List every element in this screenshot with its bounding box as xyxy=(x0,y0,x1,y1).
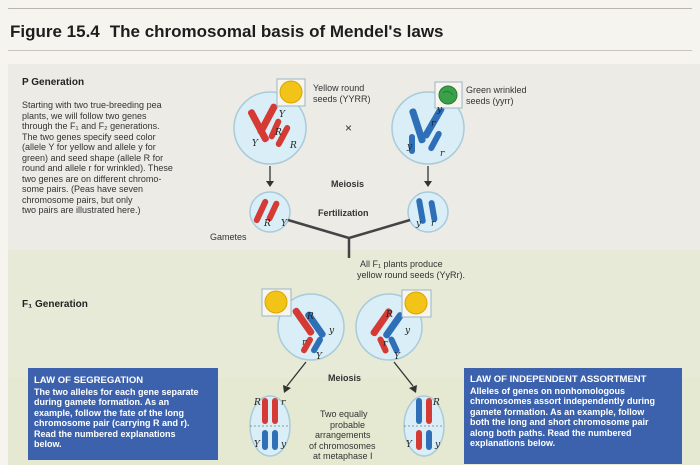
allele-label: R xyxy=(263,219,271,229)
green-wrinkled-label-2: seeds (yyrr) xyxy=(466,96,514,106)
allele-label: y xyxy=(280,440,287,450)
law-segregation-line: Read the numbered explanations xyxy=(34,428,176,439)
p-line: round and allele r for wrinkled). These xyxy=(22,163,173,173)
law-independent-line: both the long and short chromosome pair xyxy=(470,417,649,427)
law-independent-line: chromosomes assort independently during xyxy=(470,396,656,406)
gamete-right xyxy=(407,191,449,233)
law-independent-line: explanations below. xyxy=(470,438,556,448)
fertilization-lines xyxy=(287,218,411,258)
meiosis-label: Meiosis xyxy=(331,179,365,189)
allele-label: r xyxy=(281,398,286,408)
f1-generation-band xyxy=(8,250,700,378)
allele-label: Y xyxy=(316,352,323,362)
law-segregation-line: The two alleles for each gene separate xyxy=(34,386,199,397)
law-independent-line: along both paths. Read the numbered xyxy=(470,427,632,438)
law-segregation-line: example, follow the fate of the long xyxy=(34,407,185,418)
p-line: through the F₁ and F₂ generations. xyxy=(22,121,160,131)
green-wrinkled-label-1: Green wrinkled xyxy=(466,85,527,95)
allele-label: y xyxy=(406,142,413,152)
yellow-seed-icon xyxy=(276,78,306,107)
p-line: plants, we will follow two genes xyxy=(22,110,147,121)
f1-meiosis-arrows xyxy=(283,361,417,393)
meiosis-arrows xyxy=(266,166,432,187)
law-independent-line: gamete formation. As an example, follow xyxy=(470,406,645,417)
metaphase-line: at metaphase I xyxy=(313,451,373,461)
allele-label: y xyxy=(404,326,411,336)
f1-generation-heading: F₁ Generation xyxy=(22,299,88,310)
law-segregation-line: chromosome pair (carrying R and r). xyxy=(34,418,190,428)
f1-result-line-1: All F₁ plants produce xyxy=(360,259,443,269)
allele-label: r xyxy=(383,339,388,349)
p-cell-yellow-round xyxy=(233,91,307,165)
allele-label: r xyxy=(440,149,445,159)
metaphase-line: probable xyxy=(330,419,366,430)
p-generation-band xyxy=(8,64,700,250)
p-line: (allele Y for yellow and allele y for xyxy=(22,142,156,152)
allele-label: Y xyxy=(252,139,259,149)
figure-title-text: The chromosomal basis of Mendel's laws xyxy=(109,22,444,41)
law-independent-line: Alleles of genes on nonhomologous xyxy=(470,385,626,396)
f1-yellow-seed-icon-right xyxy=(401,289,432,318)
allele-label: R xyxy=(289,141,297,151)
metaphase-cell-left xyxy=(249,395,291,457)
law-of-segregation-box: LAW OF SEGREGATION The two alleles for e… xyxy=(28,368,218,460)
law-of-independent-assortment-box: LAW OF INDEPENDENT ASSORTMENT Alleles of… xyxy=(464,368,682,464)
green-seed-icon xyxy=(434,81,463,109)
title-rule xyxy=(8,50,692,51)
p-line: green) and seed shape (allele R for xyxy=(22,152,164,163)
allele-label: R xyxy=(253,398,261,408)
p-cell-green-wrinkled xyxy=(391,91,465,165)
figure-number: Figure 15.4 xyxy=(10,22,100,41)
metaphase-line: Two equally xyxy=(320,409,368,419)
law-segregation-title: LAW OF SEGREGATION xyxy=(34,375,144,386)
allele-label: r xyxy=(431,119,436,129)
p-line: two pairs are illustrated here.) xyxy=(22,205,141,215)
allele-label: R xyxy=(306,312,314,322)
f1-result-line-2: yellow round seeds (YyRr). xyxy=(357,270,466,280)
law-independent-title: LAW OF INDEPENDENT ASSORTMENT xyxy=(470,374,647,385)
fertilization-label: Fertilization xyxy=(318,208,369,218)
metaphase-cell-right xyxy=(403,395,445,457)
p-line: some pairs. (Peas have seven xyxy=(22,184,144,194)
yellow-round-label-2: seeds (YYRR) xyxy=(313,94,371,104)
allele-label: R xyxy=(385,310,393,320)
allele-label: Y xyxy=(254,440,261,450)
yellow-round-label-1: Yellow round xyxy=(313,83,365,93)
figure-title: Figure 15.4 The chromosomal basis of Mend… xyxy=(10,22,444,42)
gamete-left xyxy=(249,191,291,233)
p-line: The two genes specify seed color xyxy=(22,131,156,142)
top-rule xyxy=(8,8,692,9)
allele-label: Y xyxy=(279,110,286,120)
f1-cell-left xyxy=(277,293,345,361)
gametes-label: Gametes xyxy=(210,232,247,242)
allele-label: y xyxy=(434,440,441,450)
p-line: two genes are on different chromo- xyxy=(22,173,162,184)
metaphase-line: arrangements xyxy=(315,430,371,440)
cross-symbol: × xyxy=(345,121,353,135)
allele-label: Y xyxy=(406,440,413,450)
allele-label: R xyxy=(432,398,440,408)
law-segregation-line: during gamete formation. As an xyxy=(34,397,170,407)
f1-meiosis-label: Meiosis xyxy=(328,373,362,383)
allele-label: r xyxy=(302,338,307,348)
allele-label: y xyxy=(328,326,335,336)
p-line: chromosome pairs, but only xyxy=(22,194,133,205)
p-line: Starting with two true-breeding pea xyxy=(22,100,162,110)
allele-label: y xyxy=(415,219,422,229)
law-segregation-line: below. xyxy=(34,439,62,449)
allele-label: y xyxy=(436,105,443,115)
allele-label: Y xyxy=(394,352,401,362)
p-generation-heading: P Generation xyxy=(22,77,85,88)
metaphase-line: of chromosomes xyxy=(309,440,376,451)
allele-label: r xyxy=(431,219,436,229)
allele-label: Y xyxy=(281,219,288,229)
f1-yellow-seed-icon-left xyxy=(261,288,292,317)
allele-label: R xyxy=(274,128,282,138)
